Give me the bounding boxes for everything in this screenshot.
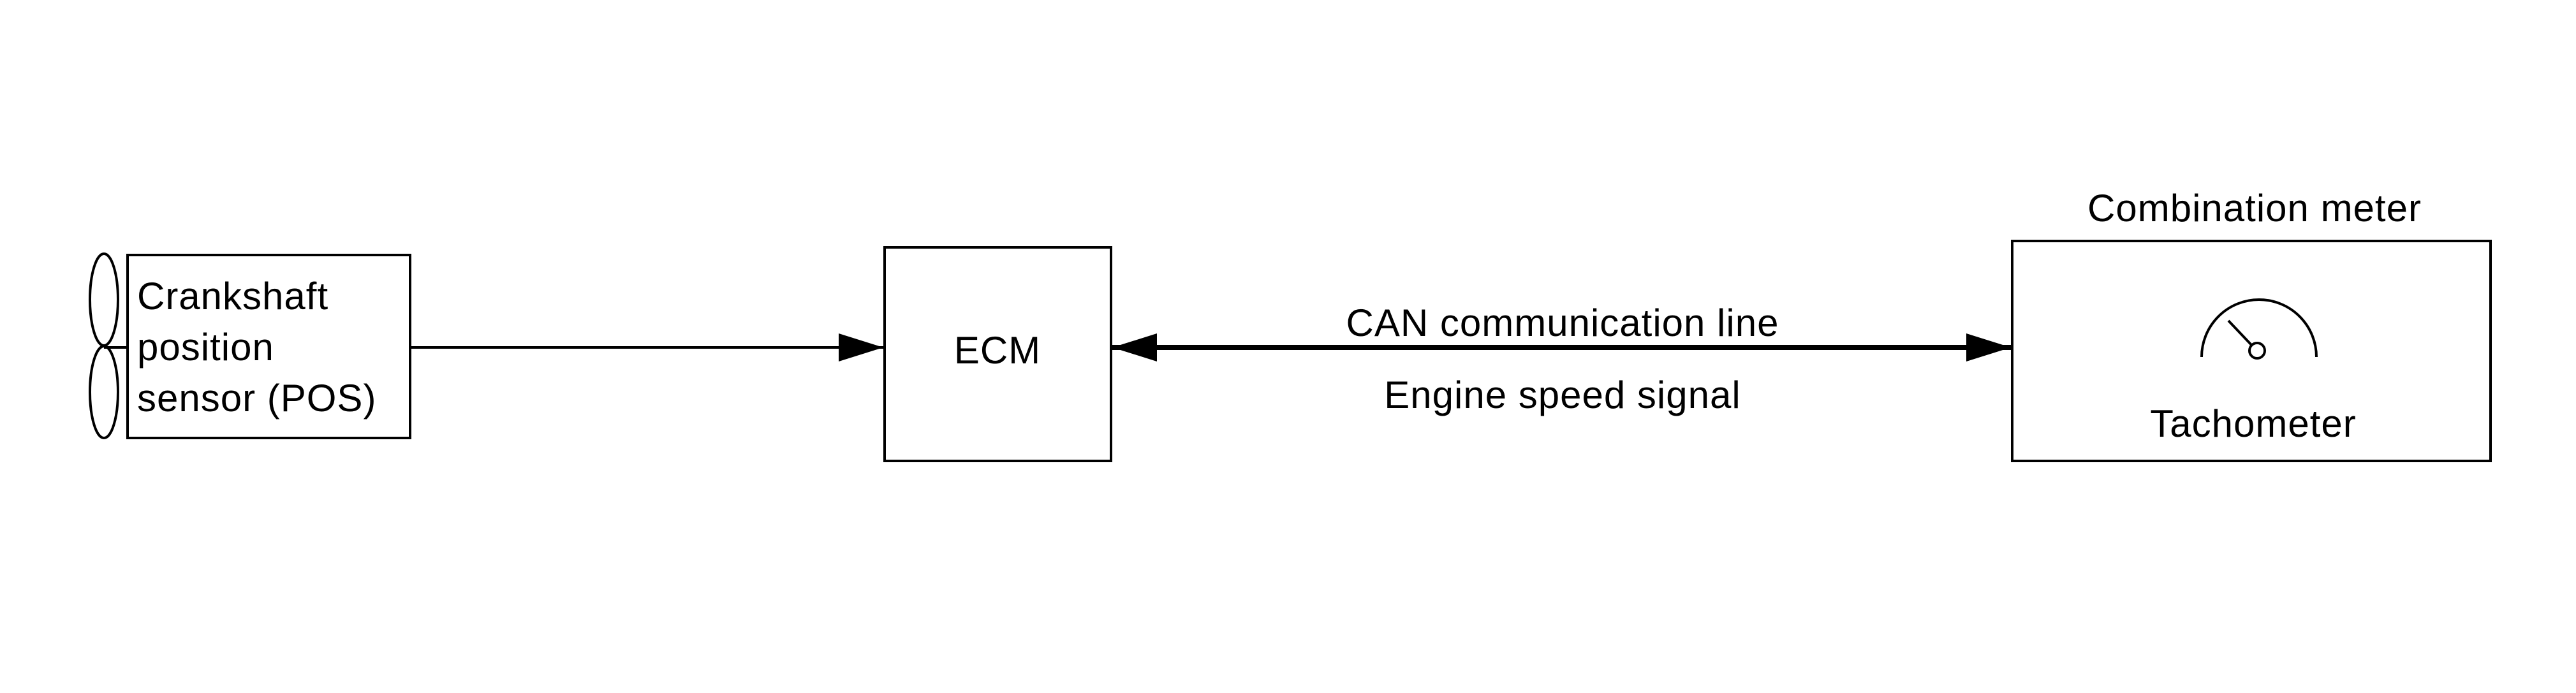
crankshaft-position-sensor: Crankshaft position sensor (POS) — [89, 252, 411, 439]
engine-speed-signal-label: Engine speed signal — [1384, 374, 1741, 416]
ecm-label: ECM — [954, 329, 1041, 372]
combination-meter-box — [2011, 240, 2492, 462]
ecm-unit: ECM — [883, 246, 1112, 462]
sensor-label-line-2: position — [137, 326, 274, 368]
can-line-label: CAN communication line — [1346, 302, 1779, 344]
sensor-label-line-3: sensor (POS) — [137, 377, 376, 419]
combination-meter-title: Combination meter — [2087, 187, 2422, 230]
can-communication-link: CAN communication line Engine speed sign… — [1112, 302, 2011, 416]
sensor-rotor-icon — [89, 252, 128, 439]
combination-meter: Combination meter Tachometer — [2011, 187, 2492, 462]
tachometer-label: Tachometer — [2150, 402, 2356, 445]
tachometer-gauge-icon — [2200, 298, 2318, 360]
sensor-label-line-1: Crankshaft — [137, 275, 328, 317]
ecm-box — [883, 246, 1112, 462]
